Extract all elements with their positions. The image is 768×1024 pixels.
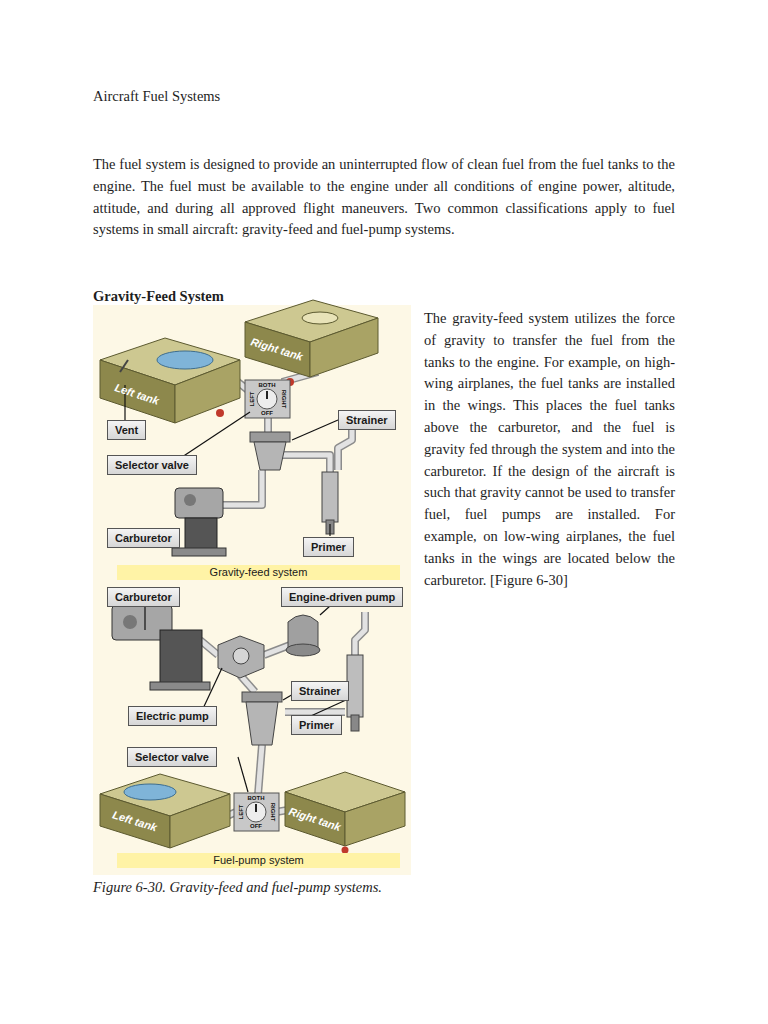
figure-caption: Figure 6-30. Gravity-feed and fuel-pump …: [93, 879, 382, 896]
selector-position: BOTH: [259, 382, 276, 388]
node-text: Selector valve: [115, 459, 189, 471]
part-label: Primer: [291, 715, 342, 735]
selector-position: OFF: [261, 410, 273, 416]
node-text: Gravity-feed system: [210, 566, 308, 578]
selector-position: LEFT: [237, 805, 243, 820]
part-label: Vent: [107, 420, 146, 440]
node-text: Primer: [311, 541, 346, 553]
part-label: Carburetor: [107, 587, 180, 607]
selector-position: RIGHT: [270, 803, 276, 822]
node-text: Carburetor: [115, 591, 172, 603]
body-paragraph: The gravity-feed system utilizes the for…: [424, 308, 675, 591]
intro-paragraph: The fuel system is designed to provide a…: [93, 154, 675, 241]
part-label: Electric pump: [128, 706, 217, 726]
selector-position: BOTH: [248, 795, 265, 801]
part-label: Selector valve: [127, 747, 217, 767]
part-label: Carburetor: [107, 528, 180, 548]
system-band: Gravity-feed system: [117, 565, 400, 580]
node-text: Strainer: [346, 414, 388, 426]
part-label: Strainer: [338, 410, 396, 430]
node-text: Engine-driven pump: [289, 591, 395, 603]
part-label: Engine-driven pump: [281, 587, 403, 607]
node-text: Primer: [299, 719, 334, 731]
node-text: Selector valve: [135, 751, 209, 763]
part-label: Primer: [303, 537, 354, 557]
selector-position: OFF: [250, 823, 262, 829]
page-title: Aircraft Fuel Systems: [93, 88, 220, 105]
node-text: Carburetor: [115, 532, 172, 544]
node-text: Electric pump: [136, 710, 209, 722]
selector-position: LEFT: [248, 392, 254, 407]
selector-position: RIGHT: [281, 390, 287, 409]
node-text: Fuel-pump system: [213, 854, 303, 866]
node-text: Strainer: [299, 685, 341, 697]
part-label: Selector valve: [107, 455, 197, 475]
system-band: Fuel-pump system: [117, 853, 400, 868]
node-text: Vent: [115, 424, 138, 436]
part-label: Strainer: [291, 681, 349, 701]
section-heading: Gravity-Feed System: [93, 288, 224, 305]
